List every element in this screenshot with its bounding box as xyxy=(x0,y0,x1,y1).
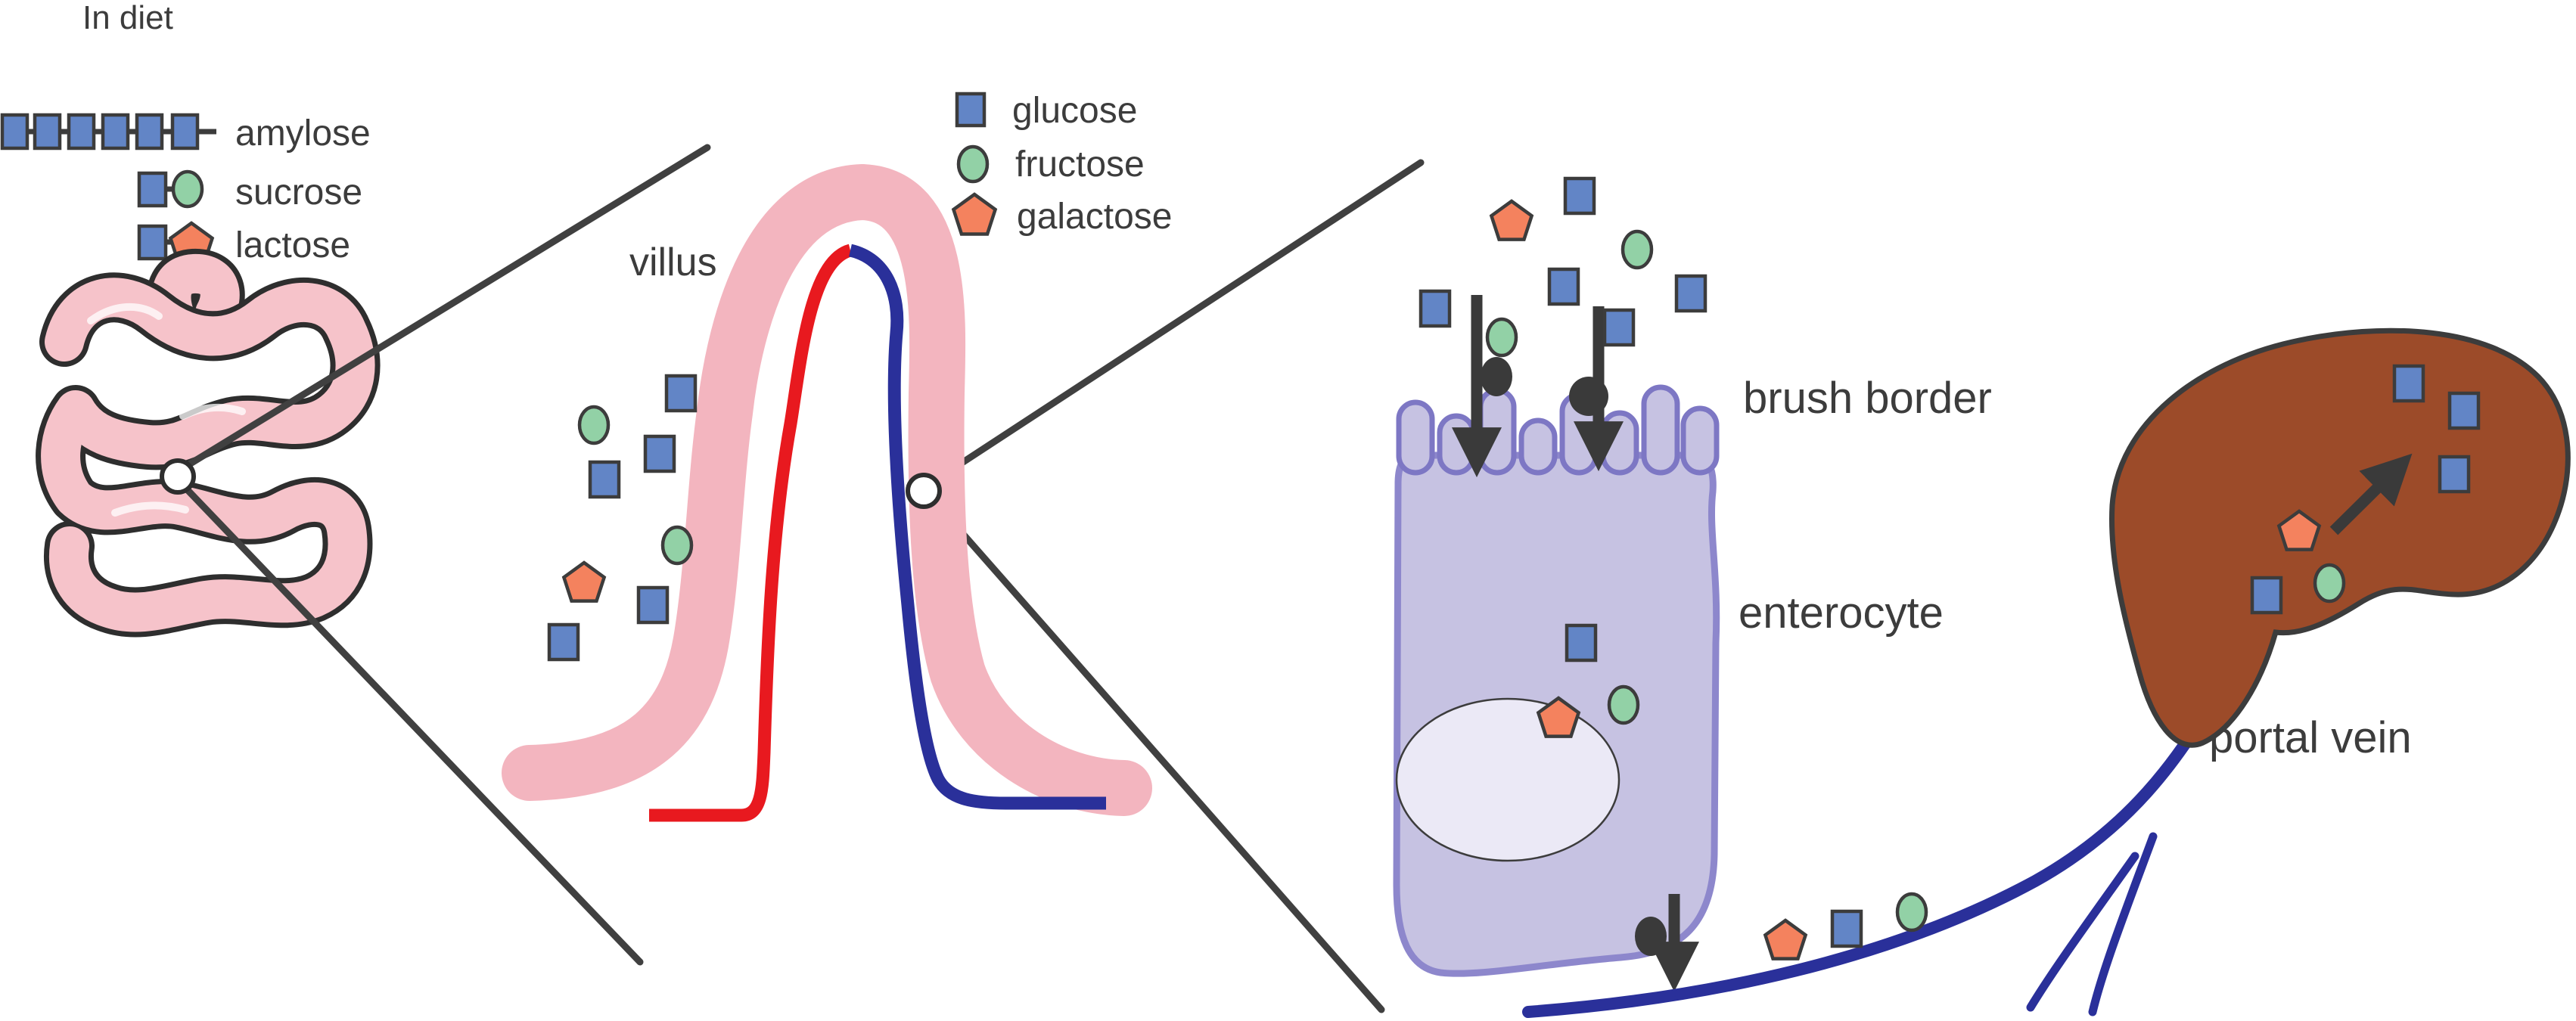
galactose-pentagon-glyph xyxy=(1489,199,1534,241)
glucose-square-glyph xyxy=(588,460,621,499)
zoom-point-villus xyxy=(906,473,942,509)
glucose-square-glyph xyxy=(664,374,698,413)
fructose-circle-glyph xyxy=(1620,229,1654,270)
galactose-pentagon-glyph xyxy=(2276,509,2322,551)
liver-illustration xyxy=(2109,327,2571,748)
liver-shape xyxy=(2109,327,2571,748)
glucose-square-glyph xyxy=(2392,364,2425,403)
sugars-in-villus-lumen xyxy=(547,374,698,662)
glucose-square-glyph xyxy=(33,113,62,151)
villus-illustration: villus xyxy=(502,163,1152,822)
sugars-above-brush-border xyxy=(1419,176,1707,358)
legend-glucose-label: glucose xyxy=(1012,91,1137,131)
galactose-pentagon-glyph xyxy=(951,192,998,236)
basolateral-transport-arrow xyxy=(1635,894,1700,992)
microvillus xyxy=(1437,413,1476,476)
enterocyte-label: enterocyte xyxy=(1739,588,1944,638)
microvillus xyxy=(1680,405,1720,476)
glucose-square-glyph xyxy=(1565,623,1598,663)
fructose-circle-glyph xyxy=(956,144,990,184)
portal-vein-branch xyxy=(2088,832,2158,1016)
glucose-square-glyph xyxy=(1563,176,1596,216)
galactose-pentagon-glyph xyxy=(1536,696,1581,738)
fructose-circle-glyph xyxy=(660,525,694,566)
villus-epithelium-band xyxy=(502,163,1152,816)
microvillus xyxy=(1641,384,1680,476)
legend-galactose-label: galactose xyxy=(1017,197,1172,237)
intestine-coil xyxy=(41,278,375,632)
sugars-inside-enterocyte xyxy=(1536,623,1640,738)
zoom-line-intestine-to-villus-top xyxy=(185,144,711,468)
glucose-square-glyph xyxy=(170,113,200,151)
microvillus xyxy=(1396,399,1435,476)
legend-diet: In diet amylose sucrose lactose xyxy=(0,0,371,265)
small-intestine-illustration xyxy=(36,248,381,638)
portal-vein-label: portal vein xyxy=(2209,713,2412,762)
transporter-protein-dot xyxy=(1481,357,1512,396)
fructose-circle-glyph xyxy=(2313,563,2346,604)
glucose-square-glyph xyxy=(2438,455,2471,494)
glucose-square-glyph xyxy=(2250,576,2283,615)
fructose-circle-glyph xyxy=(1895,892,1928,933)
fructose-circle-glyph xyxy=(577,405,611,445)
glucose-square-glyph xyxy=(67,113,96,151)
microvillus xyxy=(1600,410,1639,476)
liver-metabolism-arrow xyxy=(2329,453,2413,535)
transporter-protein-dot xyxy=(1635,917,1667,956)
sucrose-icon xyxy=(137,169,204,209)
legend-diet-title: In diet xyxy=(82,0,173,36)
portal-vein-branch xyxy=(2026,852,2139,1012)
enterocyte-nucleus xyxy=(1395,697,1620,862)
zoom-line-villus-to-cell-bottom xyxy=(931,498,1385,1013)
galactose-pentagon-glyph xyxy=(1763,918,1808,960)
zoom-point-intestine xyxy=(160,458,196,495)
glucose-square-glyph xyxy=(137,171,168,208)
legend-lactose-label: lactose xyxy=(235,225,350,265)
glucose-square-glyph xyxy=(1674,274,1707,313)
brush-border-label: brush border xyxy=(1743,374,1992,423)
legend-fructose-label: fructose xyxy=(1015,144,1145,185)
legend-sucrose-label: sucrose xyxy=(235,172,362,213)
glucose-square-glyph xyxy=(135,113,164,151)
glucose-square-glyph xyxy=(101,113,130,151)
glucose-square-glyph xyxy=(0,113,30,151)
villus-venule-blue-line xyxy=(848,244,1106,810)
legend-amylose-label: amylose xyxy=(235,113,371,154)
zoom-line-villus-to-cell-top xyxy=(933,159,1425,483)
sugars-entering-portal-vein xyxy=(1763,892,1928,960)
intestine-highlight xyxy=(87,303,163,324)
glucose-square-glyph xyxy=(955,92,987,128)
villus-label: villus xyxy=(629,241,717,284)
fructose-circle-glyph xyxy=(171,169,204,209)
zoom-callouts xyxy=(184,144,1425,1013)
glucose-square-glyph xyxy=(636,585,670,625)
legend-monosaccharides: glucose fructose galactose xyxy=(951,91,1172,237)
glucose-square-glyph xyxy=(2447,391,2481,430)
microvillus xyxy=(1478,387,1517,476)
glucose-square-glyph xyxy=(1830,909,1863,948)
villus-arteriole-red-line xyxy=(649,244,853,822)
intestine-highlight xyxy=(111,501,189,517)
transporter-protein-dot xyxy=(1569,377,1608,416)
glucose-square-glyph xyxy=(547,622,580,662)
zoom-line-intestine-to-villus-bottom xyxy=(184,486,644,966)
galactose-pentagon-glyph xyxy=(561,560,607,603)
glucose-square-glyph xyxy=(137,224,168,261)
glucose-square-glyph xyxy=(643,434,676,473)
apical-transport-arrows xyxy=(1451,295,1624,478)
intestine-highlight xyxy=(179,403,246,420)
glucose-square-glyph xyxy=(1602,308,1636,347)
fructose-circle-glyph xyxy=(1485,317,1518,358)
enterocyte-illustration: brush border enterocyte xyxy=(1393,295,1992,992)
glucose-square-glyph xyxy=(1419,289,1452,328)
amylose-chain-icon xyxy=(0,113,216,151)
sugars-in-liver xyxy=(2250,364,2481,615)
glucose-square-glyph xyxy=(1547,267,1580,306)
microvillus xyxy=(1518,417,1558,476)
fructose-circle-glyph xyxy=(1607,684,1640,725)
